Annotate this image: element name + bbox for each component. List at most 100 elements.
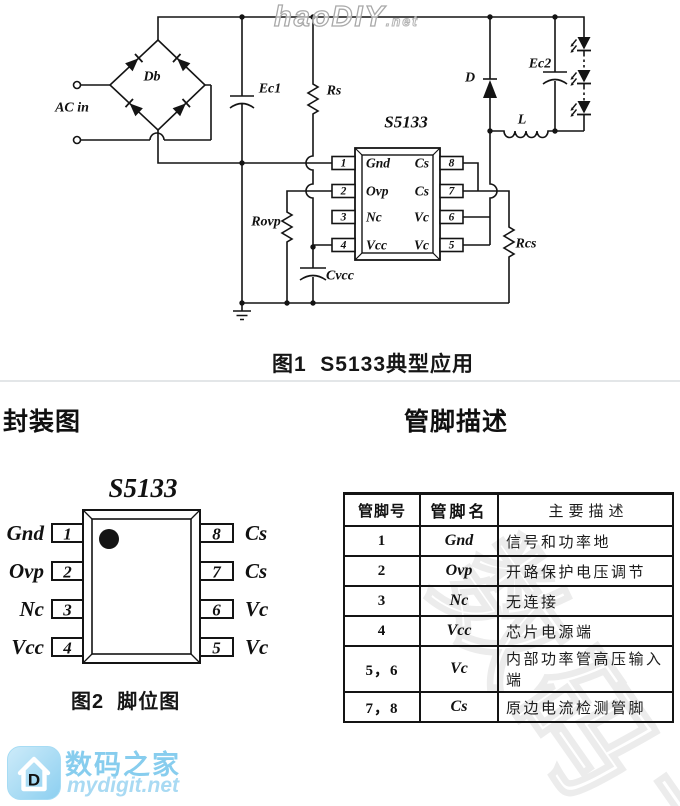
package-bevel-lines: [82, 509, 201, 664]
label-rovp: Rovp: [250, 215, 281, 230]
figure1-caption: 图1 S5133典型应用: [271, 353, 475, 376]
svg-text:8: 8: [212, 525, 221, 544]
package-pin-numbers: 1 2 3 4 8 7 6 5: [62, 525, 222, 658]
svg-text:Vcc: Vcc: [366, 238, 387, 253]
package-pin-labels: Gnd Ovp Nc Vcc Cs Cs Vc Vc: [7, 521, 269, 659]
ic-title: S5133: [384, 113, 428, 132]
led-2: [569, 69, 592, 87]
header-pin-name: 管脚名: [419, 492, 499, 527]
vc-pin-wires: [463, 216, 490, 246]
led-3: [569, 100, 592, 118]
svg-text:6: 6: [449, 212, 455, 224]
svg-text:4: 4: [340, 240, 347, 252]
svg-text:Ovp: Ovp: [9, 559, 44, 583]
svg-text:Cs: Cs: [245, 521, 267, 545]
desc-cell: 无连接: [497, 585, 674, 617]
svg-text:Nc: Nc: [19, 597, 45, 621]
svg-text:Gnd: Gnd: [366, 156, 390, 171]
package-title: S5133: [108, 473, 177, 503]
label-cvcc: Cvcc: [326, 269, 355, 284]
label-ec1: Ec1: [258, 82, 282, 97]
svg-text:Vc: Vc: [245, 635, 269, 659]
desc-cell: 芯片电源端: [497, 615, 674, 647]
resistor-rs: [299, 17, 327, 303]
capacitor-ec1: [229, 17, 255, 163]
house-icon: [17, 756, 51, 792]
pin-cell: 3: [343, 585, 421, 617]
top-rail: [157, 16, 585, 40]
table-header-row: 管脚号 管脚名 主要描述: [343, 492, 674, 527]
pin-desc-section-heading: 管脚描述: [404, 408, 509, 436]
label-l: L: [517, 113, 527, 128]
pin1-dot: [99, 529, 119, 549]
led-1: [569, 36, 592, 54]
svg-text:Vc: Vc: [414, 210, 429, 225]
table-row: 2 Ovp 开路保护电压调节: [343, 555, 674, 587]
figure2-caption: 图2 脚位图: [71, 691, 181, 713]
ic-pin-boxes: [331, 155, 464, 253]
desc-cell: 开路保护电压调节: [497, 555, 674, 587]
svg-text:Vc: Vc: [414, 238, 429, 253]
svg-text:1: 1: [63, 525, 72, 544]
svg-text:Cs: Cs: [245, 559, 267, 583]
name-cell: Cs: [419, 691, 499, 723]
site-logo-icon: D: [7, 746, 61, 800]
svg-text:2: 2: [62, 563, 72, 582]
name-cell: Vcc: [419, 615, 499, 647]
pin-cell: 7，8: [343, 691, 421, 723]
diode-d-triangle: [483, 80, 497, 98]
led-branch-segments: [555, 50, 585, 132]
led-string: [569, 36, 592, 118]
logo-tile: [7, 746, 61, 800]
svg-text:4: 4: [62, 639, 72, 658]
svg-text:Ovp: Ovp: [366, 184, 389, 199]
svg-text:5: 5: [212, 639, 221, 658]
pin-cell: 2: [343, 555, 421, 587]
ic-pin-names: Gnd Ovp Nc Vcc Cs Cs Vc Vc: [365, 156, 429, 253]
svg-text:3: 3: [340, 212, 347, 224]
svg-text:Gnd: Gnd: [7, 521, 45, 545]
table-row: 4 Vcc 芯片电源端: [343, 615, 674, 647]
ac-input-wires: [80, 84, 212, 141]
name-cell: Gnd: [419, 525, 499, 557]
cs-pin8-wire: [463, 162, 479, 191]
site-url: mydigit.net: [67, 774, 180, 797]
ic-s5133: [331, 147, 464, 261]
pin-cell: 5，6: [343, 645, 421, 693]
logo-letter: D: [28, 771, 40, 790]
ground-rail: [157, 130, 332, 164]
desc-cell: 原边电流检测管脚: [497, 691, 674, 723]
svg-text:Cs: Cs: [415, 184, 429, 199]
label-ec2: Ec2: [528, 57, 552, 72]
label-ac-in: AC in: [54, 101, 89, 116]
table-row: 7，8 Cs 原边电流检测管脚: [343, 691, 674, 723]
pin-cell: 1: [343, 525, 421, 557]
pin-description-table: 管脚号 管脚名 主要描述 1 Gnd 信号和功率地 2 Ovp 开路保护电压调节…: [343, 492, 674, 723]
ac-terminal-bottom: [72, 135, 82, 145]
svg-text:6: 6: [212, 601, 221, 620]
svg-text:Vc: Vc: [245, 597, 269, 621]
svg-text:Cs: Cs: [415, 156, 429, 171]
site-logo[interactable]: D 数码之家 mydigit.net: [7, 744, 267, 806]
svg-text:Vcc: Vcc: [11, 635, 44, 659]
label-db: Db: [142, 70, 160, 85]
header-pin-number: 管脚号: [343, 492, 421, 527]
ic-pin-numbers: 1 2 3 4 8 7 6 5: [340, 158, 456, 252]
figure2-package: S5133 1 2 3 4 8 7 6 5: [7, 473, 269, 664]
package-section-heading: 封装图: [3, 408, 82, 436]
package-pin-boxes: [51, 523, 234, 657]
header-pin-desc: 主要描述: [497, 492, 674, 527]
junction-dots: [239, 14, 558, 306]
ic-inner-body: [361, 154, 434, 254]
svg-text:3: 3: [62, 601, 72, 620]
svg-text:5: 5: [449, 240, 455, 252]
svg-text:7: 7: [449, 186, 456, 198]
svg-text:Nc: Nc: [365, 210, 382, 225]
label-rs: Rs: [326, 84, 342, 99]
bridge-diamond: [108, 38, 207, 132]
name-cell: Vc: [419, 645, 499, 693]
svg-text:1: 1: [341, 158, 347, 170]
resistor-rovp: [280, 190, 332, 303]
label-rcs: Rcs: [515, 237, 538, 252]
table-row: 3 Nc 无连接: [343, 585, 674, 617]
